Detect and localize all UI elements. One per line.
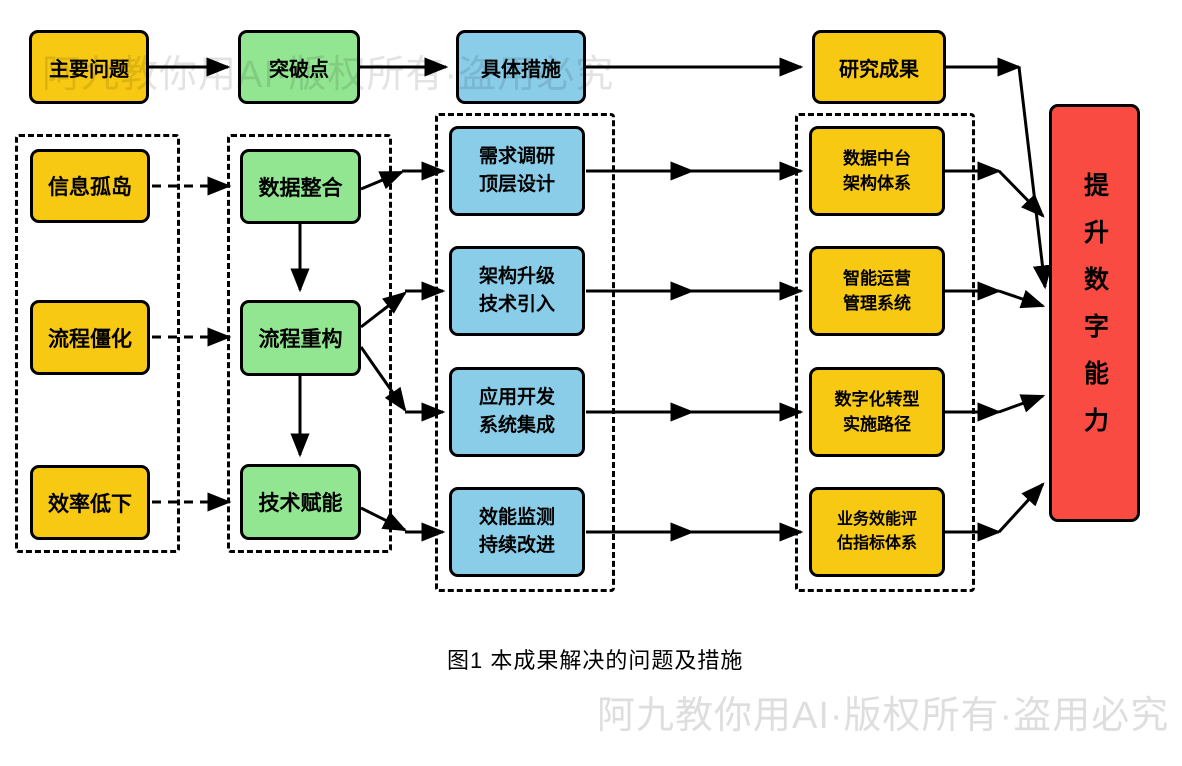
group-measures — [435, 113, 615, 592]
box-breakthrough-tech-enablement: 技术赋能 — [240, 464, 361, 540]
header-box-results: 研究成果 — [812, 30, 946, 104]
header-box-main-problems: 主要问题 — [29, 30, 149, 104]
box-goal-digital-capability: 提升数字能力 — [1049, 104, 1140, 522]
box-measure-architecture-upgrade: 架构升级 技术引入 — [449, 246, 585, 336]
goal-vertical-text: 提升数字能力 — [1080, 172, 1109, 454]
box-problem-info-silo: 信息孤岛 — [30, 149, 150, 223]
figure-caption: 图1 本成果解决的问题及措施 — [447, 648, 744, 673]
box-breakthrough-data-integration: 数据整合 — [240, 149, 361, 224]
box-result-smart-operations: 智能运营 管理系统 — [809, 246, 945, 336]
box-problem-rigid-process: 流程僵化 — [30, 300, 150, 375]
box-result-data-platform: 数据中台 架构体系 — [809, 126, 945, 216]
header-box-measures: 具体措施 — [456, 30, 586, 104]
box-measure-performance-monitoring: 效能监测 持续改进 — [449, 487, 585, 577]
box-problem-low-efficiency: 效率低下 — [30, 465, 150, 540]
box-result-digital-transformation-path: 数字化转型 实施路径 — [809, 367, 945, 457]
group-problems — [15, 134, 180, 553]
box-breakthrough-process-rebuild: 流程重构 — [240, 300, 361, 376]
header-box-breakthrough: 突破点 — [238, 30, 360, 104]
box-measure-research-design: 需求调研 顶层设计 — [449, 126, 585, 216]
group-results — [795, 113, 975, 592]
box-result-efficiency-evaluation: 业务效能评 估指标体系 — [809, 487, 945, 577]
box-measure-app-development: 应用开发 系统集成 — [449, 367, 585, 457]
